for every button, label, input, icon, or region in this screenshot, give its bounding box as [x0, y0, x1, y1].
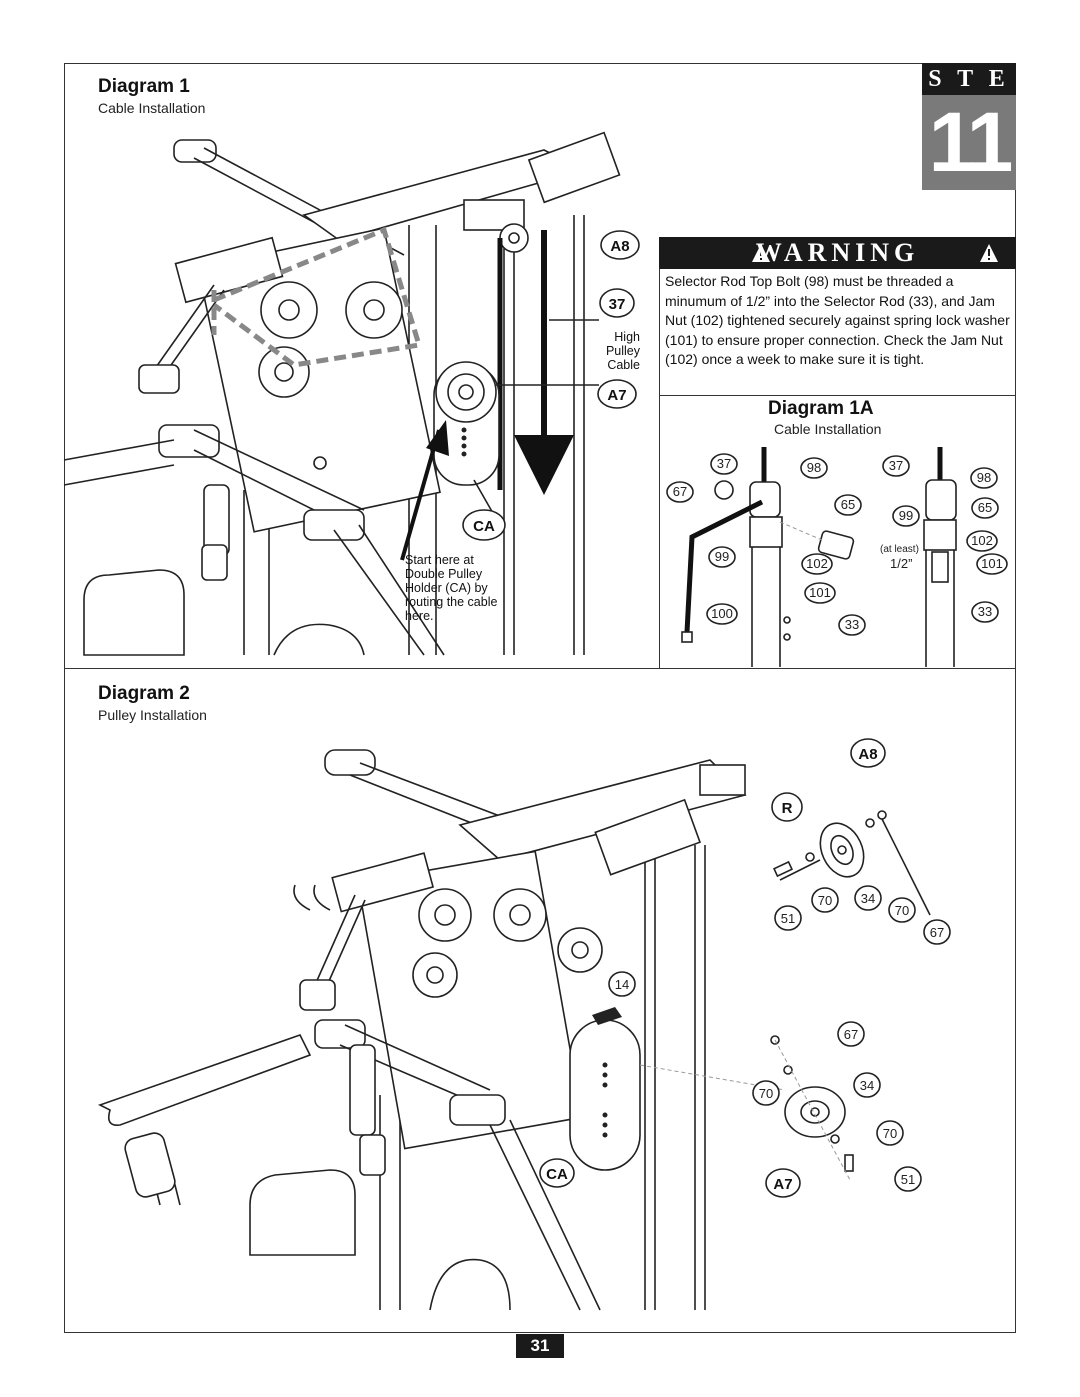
svg-text:33: 33: [845, 617, 859, 632]
ca-holder-exploded: [569, 1007, 786, 1171]
d2-uprights: [379, 845, 706, 1310]
diagram-1a-subtitle: Cable Installation: [774, 421, 882, 437]
diagram-2-subtitle: Pulley Installation: [98, 707, 207, 723]
svg-text:A8: A8: [610, 238, 629, 255]
svg-text:14: 14: [615, 977, 629, 992]
svg-text:102: 102: [806, 556, 828, 571]
start-here-callout: Start here at Double Pulley Holder (CA) …: [405, 553, 498, 623]
diagram-1-illustration: A8 37 A7 CA: [63, 131, 640, 656]
warning-triangle-icon-left: [752, 244, 770, 262]
svg-text:34: 34: [860, 1078, 874, 1093]
diagram-1-title: Diagram 1: [98, 76, 190, 97]
svg-text:A8: A8: [858, 746, 877, 763]
svg-text:70: 70: [818, 893, 832, 908]
svg-text:98: 98: [807, 460, 821, 475]
svg-text:101: 101: [981, 556, 1003, 571]
svg-text:A7: A7: [607, 387, 626, 404]
top-arm: [173, 131, 621, 266]
svg-text:99: 99: [715, 549, 729, 564]
svg-text:67: 67: [673, 484, 687, 499]
lower-frame: [83, 484, 365, 656]
diagram-2-title: Diagram 2: [98, 683, 190, 704]
step-number: 11: [922, 95, 1016, 190]
warning-banner: WARNING: [659, 237, 1016, 269]
svg-text:CA: CA: [546, 1166, 568, 1183]
section-divider: [64, 668, 1016, 669]
warning-triangle-icon-right: [980, 244, 998, 262]
pulley-a8-exploded: [772, 810, 931, 916]
diagram-1a-panel: [659, 396, 1016, 669]
warning-text: Selector Rod Top Bolt (98) must be threa…: [665, 273, 1010, 367]
svg-text:67: 67: [930, 925, 944, 940]
high-pulley-cable-callout: High Pulley Cable: [605, 330, 640, 372]
double-pulley-holder: [433, 361, 599, 516]
diagram-2-illustration: A8 R 51 70 34 70 67 14 67 70 34 70 51 CA…: [97, 738, 951, 1311]
svg-text:37: 37: [609, 296, 626, 313]
page-number: 31: [516, 1334, 564, 1358]
warning-box: [659, 269, 1016, 396]
svg-text:51: 51: [901, 1172, 915, 1187]
svg-text:65: 65: [978, 500, 992, 515]
svg-text:A7: A7: [773, 1176, 792, 1193]
svg-text:37: 37: [889, 458, 903, 473]
svg-text:70: 70: [759, 1086, 773, 1101]
diagram-2-part-labels: A8 R 51 70 34 70 67 14 67 70 34 70 51 CA…: [539, 738, 951, 1198]
at-least-note: (at least): [880, 544, 919, 555]
svg-text:33: 33: [978, 604, 992, 619]
page-frame: [64, 63, 1016, 1333]
pulley-a7-exploded: [770, 1035, 854, 1181]
part-label-badges: A8 37 A7 CA: [462, 230, 640, 541]
svg-text:101: 101: [809, 585, 831, 600]
svg-text:99: 99: [899, 508, 913, 523]
svg-text:70: 70: [895, 903, 909, 918]
svg-text:67: 67: [844, 1027, 858, 1042]
svg-text:CA: CA: [473, 518, 495, 535]
svg-text:70: 70: [883, 1126, 897, 1141]
diagram-1a-illustration: 37 98 67 65 99 102 101 100 33 37 98 99 6…: [666, 447, 1008, 667]
svg-text:51: 51: [781, 911, 795, 926]
svg-text:R: R: [782, 800, 793, 817]
svg-text:65: 65: [841, 497, 855, 512]
diagram-1a-part-labels: 37 98 67 65 99 102 101 100 33 37 98 99 6…: [666, 453, 1008, 636]
diagram-1-subtitle: Cable Installation: [98, 100, 206, 116]
warning-title: WARNING: [755, 238, 920, 267]
svg-text:98: 98: [977, 470, 991, 485]
svg-text:102: 102: [971, 533, 993, 548]
half-inch-measure: 1/2”: [890, 556, 912, 571]
selector-rod: [497, 223, 599, 495]
pulley-column: [63, 227, 445, 656]
svg-text:34: 34: [861, 891, 875, 906]
svg-text:100: 100: [711, 606, 733, 621]
svg-text:37: 37: [717, 456, 731, 471]
step-label: S T E P: [922, 63, 1016, 124]
diagram-1a-title: Diagram 1A: [768, 398, 874, 419]
